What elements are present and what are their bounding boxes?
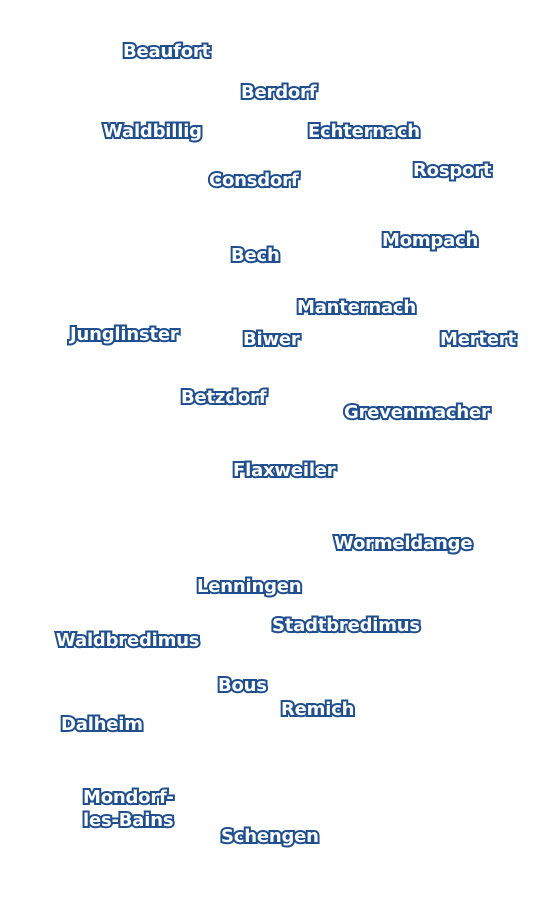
place-label-dalheim: Dalheim: [59, 712, 145, 737]
place-label-waldbredimus: Waldbredimus: [54, 628, 202, 653]
place-label-stadtbredimus: Stadtbredimus: [270, 613, 422, 638]
place-label-remich: Remich: [279, 697, 356, 722]
place-label-bous: Bous: [216, 673, 269, 698]
place-label-schengen: Schengen: [219, 824, 321, 849]
place-label-waldbillig: Waldbillig: [101, 119, 204, 144]
place-label-manternach: Manternach: [295, 295, 418, 320]
place-label-wormeldange: Wormeldange: [332, 531, 475, 556]
place-label-berdorf: Berdorf: [239, 80, 319, 105]
place-label-mondorf-les-bains: Mondorf- les-Bains: [81, 785, 176, 833]
place-label-bech: Bech: [229, 243, 282, 268]
place-label-betzdorf: Betzdorf: [179, 385, 269, 410]
place-label-rosport: Rosport: [411, 158, 493, 183]
place-label-flaxweiler: Flaxweiler: [231, 458, 338, 483]
place-label-echternach: Echternach: [306, 119, 422, 144]
place-label-consdorf: Consdorf: [207, 168, 301, 193]
place-label-biwer: Biwer: [241, 327, 302, 352]
place-label-grevenmacher: Grevenmacher: [342, 400, 492, 425]
place-label-mertert: Mertert: [438, 327, 518, 352]
place-label-mompach: Mompach: [380, 228, 480, 253]
place-label-junglinster: Junglinster: [68, 322, 181, 347]
place-label-beaufort: Beaufort: [121, 39, 212, 64]
place-label-lenningen: Lenningen: [195, 574, 304, 599]
